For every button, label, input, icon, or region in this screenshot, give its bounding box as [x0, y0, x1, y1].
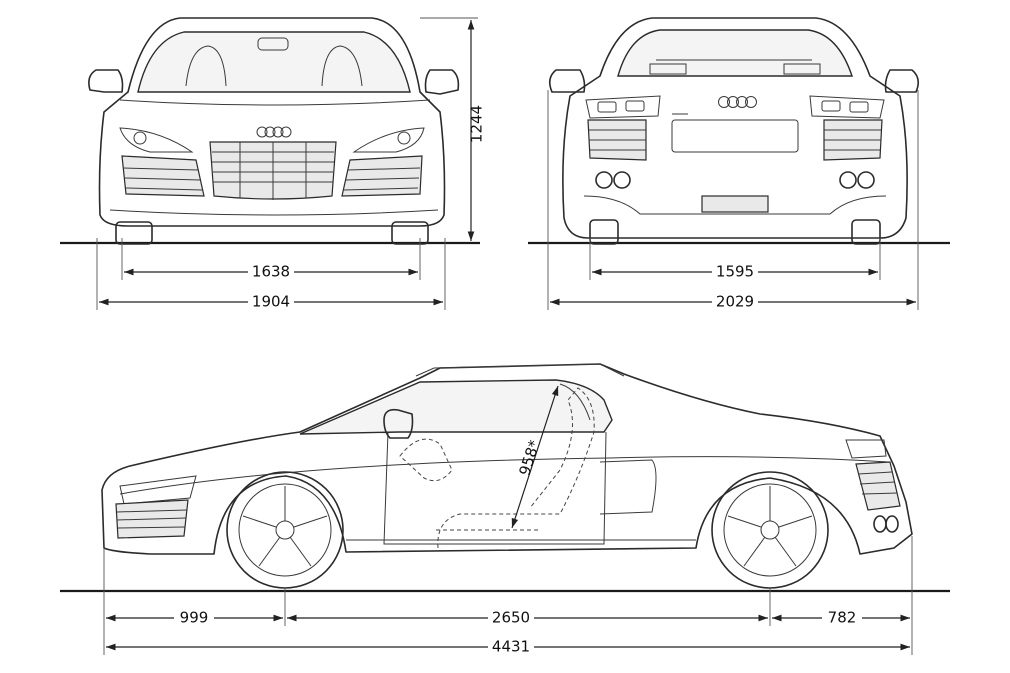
side-front-intake-slats — [116, 509, 188, 529]
front-headlight-lamp-right — [397, 131, 411, 145]
rear-view: 1595 2029 — [528, 17, 950, 311]
front-seat-left — [185, 45, 227, 87]
rear-overhang-label: 782 — [828, 609, 857, 627]
front-side-mirror-left — [88, 69, 124, 93]
side-body-outline — [101, 363, 913, 555]
front-headlight-lamp-left — [133, 131, 147, 145]
side-exhaust — [873, 515, 899, 533]
front-view: 1244 1638 1904 — [60, 17, 486, 311]
rear-taillight-left-inner-b — [625, 100, 645, 112]
front-rearview-mirror — [257, 37, 289, 51]
side-rear-light — [845, 439, 887, 459]
rear-tyre-right — [851, 219, 881, 245]
rear-track-label: 1595 — [716, 263, 754, 281]
front-windshield — [137, 31, 411, 93]
side-steering-wheel — [399, 438, 453, 482]
front-headlight-right — [352, 127, 425, 153]
front-height-label: 1244 — [468, 105, 486, 143]
side-mirror — [383, 408, 414, 439]
front-headlight-left — [119, 127, 194, 153]
front-body-outline — [98, 17, 446, 227]
side-seat-headrest — [559, 383, 591, 421]
rear-body-outline — [562, 17, 908, 239]
wheelbase-label: 2650 — [492, 609, 530, 627]
side-seat-outline — [437, 387, 595, 549]
rear-taillight-left — [585, 95, 661, 119]
front-air-intake-right — [341, 155, 423, 197]
rear-cover-vents — [649, 63, 821, 75]
rear-exhaust-right — [839, 171, 875, 189]
rear-taillight-right — [809, 95, 885, 119]
rear-taillight-left-inner-a — [597, 101, 617, 113]
side-rear-grille — [855, 461, 901, 511]
rear-audi-rings-logo — [718, 96, 757, 108]
front-hood-line — [119, 99, 431, 106]
side-seat-dim-line — [511, 385, 559, 529]
side-roof-line — [415, 363, 625, 377]
side-rear-wheel — [711, 471, 829, 589]
rear-taillight-right-inner-a — [821, 100, 841, 112]
side-seat-dim-label: 958* — [515, 437, 543, 477]
rear-tyre-left — [589, 219, 619, 245]
front-splitter — [109, 209, 439, 216]
front-seat-right — [321, 45, 363, 87]
rear-diffuser-center — [701, 195, 769, 213]
front-air-intake-left — [121, 155, 205, 197]
front-audi-rings-logo — [256, 126, 292, 138]
front-grille-slats — [212, 142, 334, 200]
front-width-label: 1904 — [252, 293, 290, 311]
side-rear-grille-slats — [857, 471, 898, 495]
rear-side-mirror-left — [548, 69, 586, 93]
rear-grille-slats — [589, 129, 881, 151]
overall-length-label: 4431 — [492, 638, 530, 656]
side-front-wheel — [226, 471, 344, 589]
rear-window — [617, 29, 853, 77]
rear-width-label: 2029 — [716, 293, 754, 311]
side-door-outline — [383, 431, 607, 545]
rear-diffuser-line — [583, 195, 887, 215]
rear-plate-area — [671, 119, 799, 153]
front-tyre-right — [391, 221, 429, 245]
side-headlight — [119, 475, 197, 505]
front-overhang-label: 999 — [180, 609, 209, 627]
side-window — [299, 379, 613, 435]
rear-side-mirror-right — [884, 69, 920, 93]
front-tyre-left — [115, 221, 153, 245]
front-side-mirror-right — [424, 69, 460, 95]
side-shoulder-line — [119, 456, 889, 495]
side-view: 958* 999 2650 782 4431 — [60, 363, 950, 656]
rear-taillight-right-inner-b — [849, 101, 869, 113]
rear-exhaust-left — [595, 171, 631, 189]
front-intake-slats — [123, 167, 421, 191]
front-track-label: 1638 — [252, 263, 290, 281]
side-blade — [599, 459, 657, 515]
